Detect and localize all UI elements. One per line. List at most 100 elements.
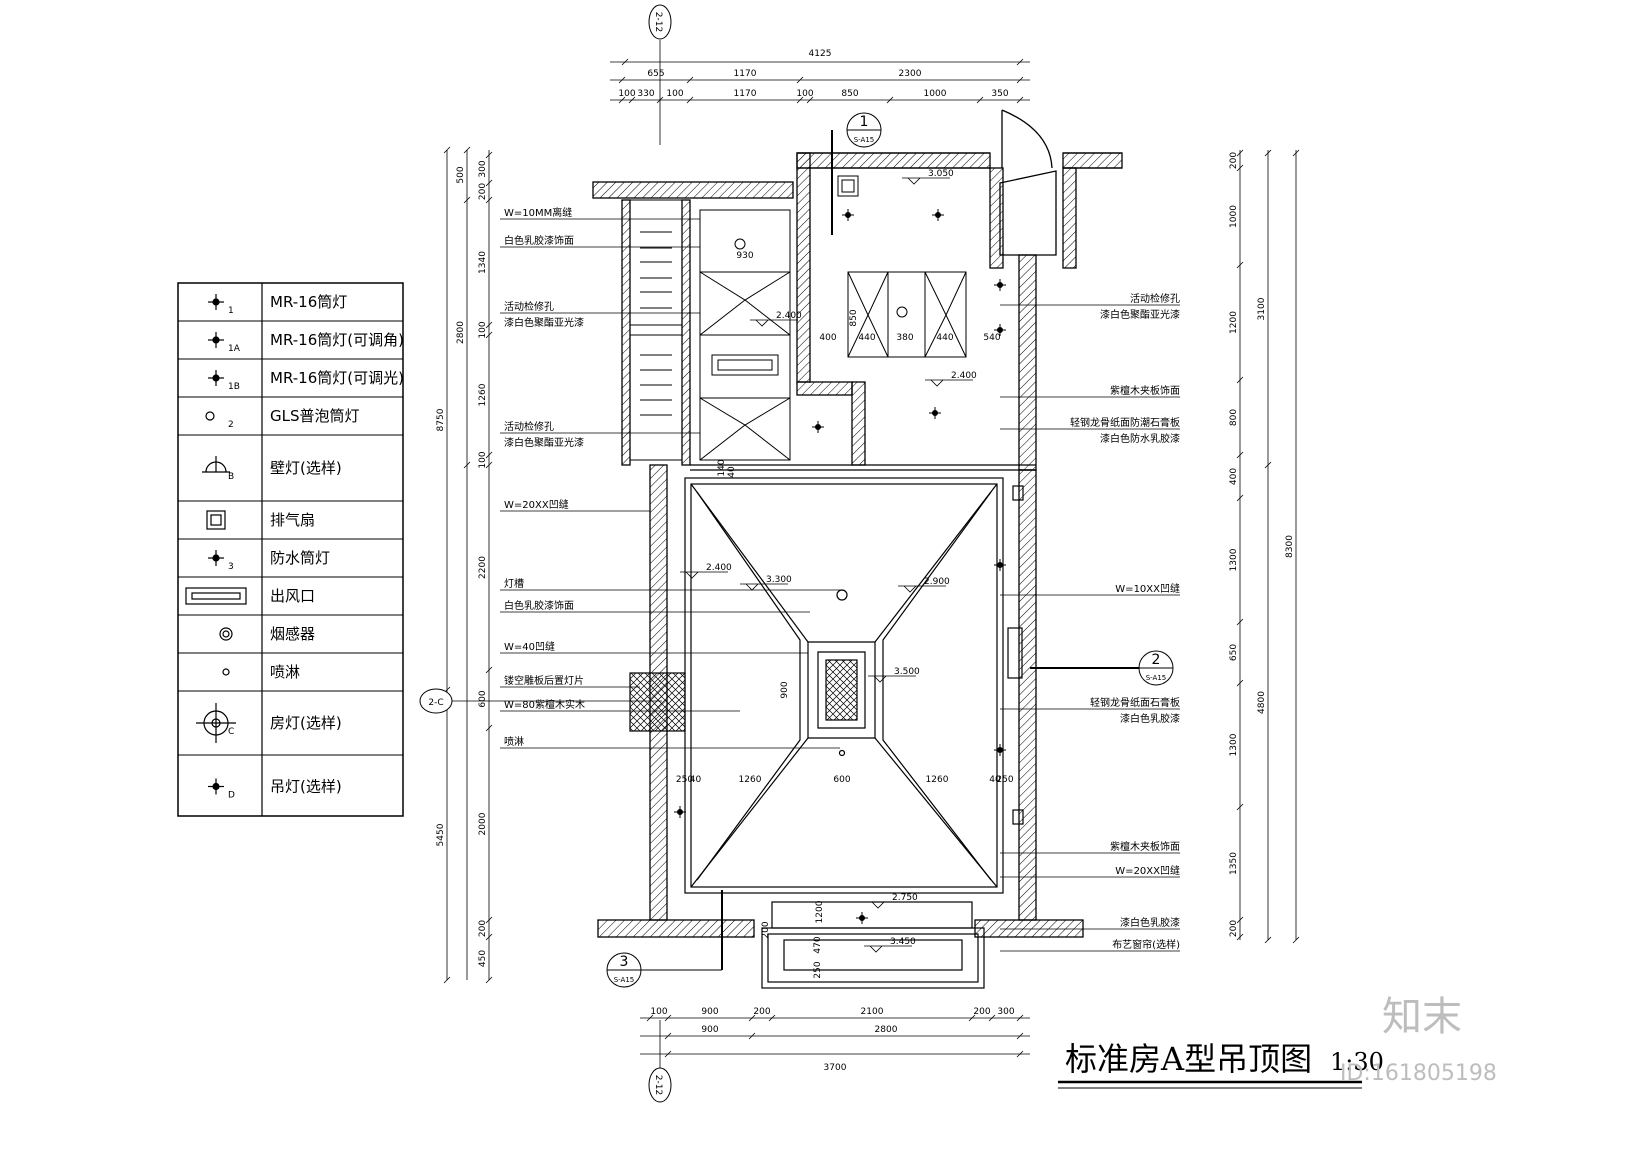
annotations-right: 活动检修孔漆白色聚酯亚光漆紫檀木夹板饰面轻钢龙骨纸面防潮石膏板漆白色防水乳胶漆W…	[1000, 292, 1180, 952]
dim-left-item: 2000	[478, 812, 488, 835]
dim-top-item: 350	[991, 89, 1008, 99]
dim-left-item: 600	[478, 690, 488, 707]
legend-row: 1 MR-16筒灯	[208, 293, 347, 316]
downlight-1b-icon	[208, 370, 224, 386]
legend-icon-subscript: D	[228, 791, 235, 801]
annotation-left: 灯槽	[504, 577, 524, 590]
level-value: 2.400	[706, 563, 732, 573]
dim-entry-item: 200	[761, 921, 771, 938]
gls-downlight-icon	[896, 306, 908, 318]
svg-text:1: 1	[860, 114, 869, 130]
exhaust-fan-icon	[206, 510, 226, 530]
dim-right-item: 4800	[1257, 691, 1267, 714]
legend-label: MR-16筒灯(可调角)	[270, 331, 404, 349]
dim-left-item: 2800	[456, 321, 466, 344]
dim-entry-item: 1200	[815, 900, 825, 923]
legend-label: 喷淋	[270, 663, 300, 681]
dim-bath-item: 440	[858, 333, 875, 343]
dim-bottom-item: 300	[997, 1007, 1014, 1017]
bathroom-ceiling	[629, 175, 967, 461]
wall-lamp-icon	[202, 456, 230, 473]
level-value: 2.750	[892, 893, 918, 903]
dim-entry-item: 40	[727, 466, 737, 478]
section-marker-1: 1 S-A15	[831, 112, 882, 235]
annotation-right: 漆白色聚酯亚光漆	[1100, 308, 1180, 321]
annotation-right: 漆白色防水乳胶漆	[1100, 432, 1180, 445]
dim-right-item: 1350	[1229, 852, 1239, 875]
dim-bottom-item: 900	[701, 1025, 718, 1035]
dim-left-item: 500	[456, 166, 466, 183]
legend-label: MR-16筒灯	[270, 293, 347, 311]
dim-right-item: 8300	[1285, 535, 1295, 558]
dim-right-item: 400	[1229, 468, 1239, 485]
legend-row: 出风口	[178, 576, 403, 605]
level-mark: 3.450	[864, 937, 916, 953]
dim-top-item: 1000	[924, 89, 947, 99]
grid-marker-top: 2-12	[648, 4, 672, 145]
gls-downlight-icon	[205, 411, 215, 421]
annotation-right: 轻钢龙骨纸面防潮石膏板	[1070, 416, 1180, 429]
svg-text:2-C: 2-C	[428, 698, 443, 708]
annotation-left: W=10MM离缝	[504, 206, 572, 219]
legend-label: MR-16筒灯(可调光)	[270, 369, 404, 387]
legend-row: 1A MR-16筒灯(可调角)	[178, 320, 404, 354]
legend-icon-subscript: 1A	[228, 344, 241, 354]
dim-left-item: 200	[478, 920, 488, 937]
dim-left-item: 200	[478, 183, 488, 200]
dim-bath-item: 400	[819, 333, 836, 343]
dim-ceiling-item: 250	[996, 775, 1013, 785]
annotation-right: 紫檀木夹板饰面	[1110, 384, 1180, 397]
dim-top-item: 1170	[734, 69, 757, 79]
drawing-title: 标准房A型吊顶图	[1065, 1040, 1312, 1078]
annotation-right: 布艺窗帘(选样)	[1112, 938, 1180, 951]
pendant-lamp-icon	[208, 778, 224, 795]
dimension-lines	[446, 61, 1297, 1055]
pendant-lamp-icon	[994, 744, 1006, 756]
legend-label: 排气扇	[270, 511, 315, 529]
dim-entry-item: 140	[717, 459, 727, 476]
svg-text:2-12: 2-12	[653, 12, 663, 32]
dim-top-item: 850	[841, 89, 858, 99]
dim-ceiling-item: 40	[989, 775, 1001, 785]
level-mark: 3.050	[902, 169, 954, 185]
dim-ceiling-item: 1260	[739, 775, 762, 785]
dim-bottom-item: 200	[753, 1007, 770, 1017]
light-fixtures	[674, 209, 1006, 924]
downlight-icon	[842, 209, 854, 221]
dim-entry-item: 900	[780, 681, 790, 698]
drawing-scale: 1:30	[1330, 1048, 1384, 1076]
downlight-icon	[856, 912, 868, 924]
level-value: 2.400	[776, 311, 802, 321]
annotation-right: W=20XX凹缝	[1115, 864, 1180, 877]
annotation-left: 活动检修孔	[504, 300, 554, 313]
svg-text:S-A15: S-A15	[1146, 674, 1167, 682]
level-value: 2.900	[924, 577, 950, 587]
legend-label: GLS普泡筒灯	[270, 407, 360, 425]
gls-downlight-icon	[734, 238, 746, 250]
annotation-left: W=40凹缝	[504, 640, 555, 653]
legend-icon-subscript: C	[228, 727, 234, 737]
downlight-1a-icon	[208, 332, 224, 348]
level-value: 3.300	[766, 575, 792, 585]
waterproof-downlight-icon	[929, 407, 941, 419]
legend-icon-subscript: 1	[228, 306, 234, 316]
dim-left-item: 1340	[478, 251, 488, 274]
dim-left-item: 450	[478, 950, 488, 967]
dim-left-item: 100	[478, 451, 488, 468]
level-value: 3.450	[890, 937, 916, 947]
plan-walls	[592, 109, 1123, 938]
dim-right-item: 200	[1229, 152, 1239, 169]
dim-bath-item: 930	[736, 251, 753, 261]
svg-text:S-A15: S-A15	[854, 136, 875, 144]
annotation-right: W=10XX凹缝	[1115, 582, 1180, 595]
level-mark: 2.400	[925, 371, 977, 387]
legend-label: 壁灯(选样)	[270, 459, 342, 477]
